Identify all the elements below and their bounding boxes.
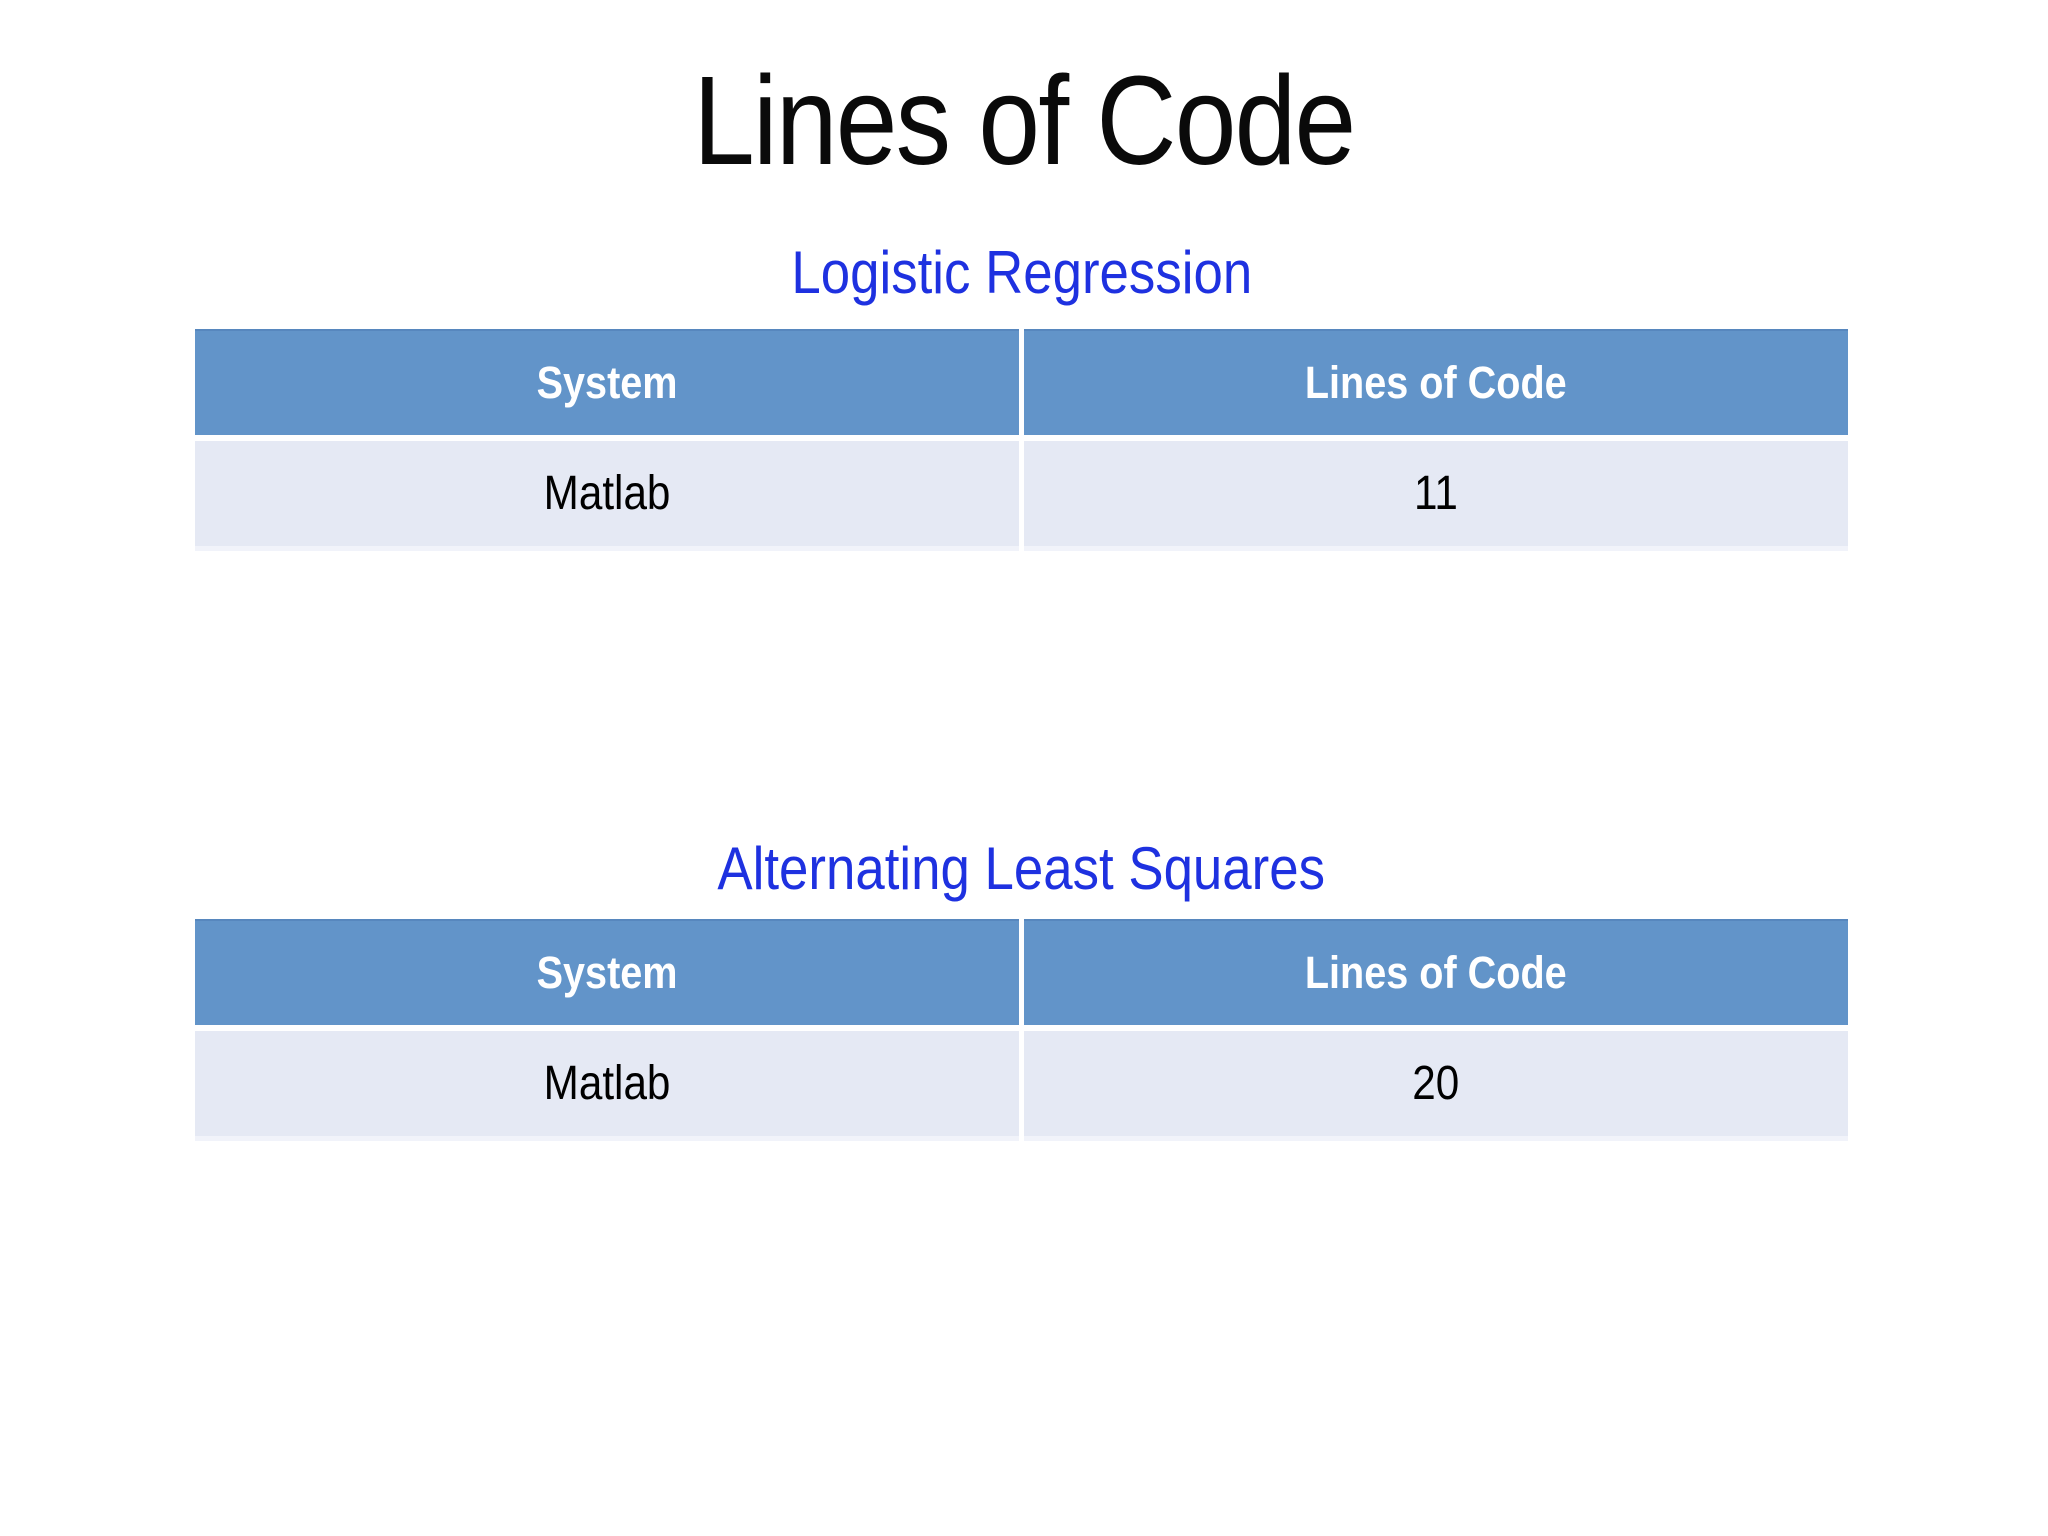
table2-subtitle: Alternating Least Squares xyxy=(195,834,1848,903)
table1-cell-system: Matlab xyxy=(195,441,1019,551)
table1-cell-lines-of-code-value: 11 xyxy=(1414,467,1458,520)
table2-header-lines-of-code-label: Lines of Code xyxy=(1305,947,1567,998)
table2-header-row: System Lines of Code xyxy=(195,919,1848,1025)
table1-header-system-label: System xyxy=(536,357,678,408)
table2-header-system-label: System xyxy=(536,947,678,998)
table1-cell-lines-of-code: 11 xyxy=(1024,441,1848,551)
table2-cell-lines-of-code: 20 xyxy=(1024,1031,1848,1141)
table1-subtitle: Logistic Regression xyxy=(195,238,1848,307)
table1-header-lines-of-code-label: Lines of Code xyxy=(1305,357,1567,408)
table2: System Lines of Code Matlab 20 xyxy=(195,919,1848,1141)
table1-cell-system-value: Matlab xyxy=(543,467,671,520)
table2-cell-lines-of-code-value: 20 xyxy=(1412,1057,1460,1110)
table1-header-system: System xyxy=(195,329,1019,435)
table1-header-lines-of-code: Lines of Code xyxy=(1024,329,1848,435)
table1-subtitle-text: Logistic Regression xyxy=(791,239,1252,306)
table2-cell-system-value: Matlab xyxy=(543,1057,671,1110)
table1-header-row: System Lines of Code xyxy=(195,329,1848,435)
table1: System Lines of Code Matlab 11 xyxy=(195,329,1848,551)
table2-header-lines-of-code: Lines of Code xyxy=(1024,919,1848,1025)
page-title: Lines of Code xyxy=(0,50,2048,191)
page-title-text: Lines of Code xyxy=(693,50,1356,191)
table2-subtitle-text: Alternating Least Squares xyxy=(717,835,1326,902)
table2-header-system: System xyxy=(195,919,1019,1025)
table1-data-row: Matlab 11 xyxy=(195,441,1848,551)
table2-data-row: Matlab 20 xyxy=(195,1031,1848,1141)
table2-cell-system: Matlab xyxy=(195,1031,1019,1141)
